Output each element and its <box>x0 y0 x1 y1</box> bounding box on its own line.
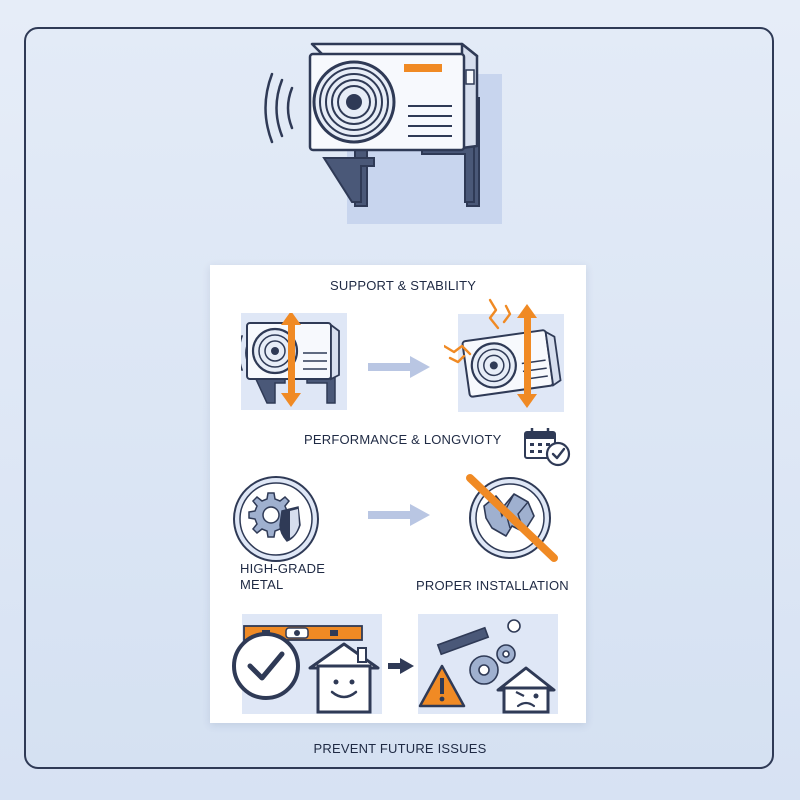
footer-caption: PREVENT FUTURE ISSUES <box>313 741 487 756</box>
sad-house-icon <box>496 666 556 714</box>
metal-label-line1: HIGH-GRADE <box>240 561 326 576</box>
proper-install-tile <box>232 614 382 714</box>
gears-icon <box>436 619 521 685</box>
calendar-check-icon <box>524 428 571 467</box>
unstable-unit-tile <box>444 298 564 412</box>
warning-triangle-icon <box>418 664 466 708</box>
crossed-out-broken-bracket-icon <box>466 474 558 562</box>
issues-tile <box>418 614 558 714</box>
stable-unit-tile <box>241 313 347 410</box>
right-arrow-icon <box>368 356 430 378</box>
gear-shield-icon <box>233 476 319 562</box>
vertical-arrow-icon <box>281 313 301 407</box>
metal-label-line2: METAL <box>240 577 284 592</box>
right-arrow-icon <box>388 658 414 674</box>
support-heading: SUPPORT & STABILITY <box>330 278 477 293</box>
vibration-waves-icon <box>264 72 294 144</box>
check-circle-icon <box>232 632 300 700</box>
installation-heading: PROPER INSTALLATION <box>416 578 569 593</box>
right-arrow-icon <box>368 504 430 526</box>
air-conditioner-unit-icon <box>264 42 502 224</box>
happy-house-icon <box>308 642 380 714</box>
performance-heading: PERFORMANCE & LONGVIOTY <box>304 432 502 447</box>
